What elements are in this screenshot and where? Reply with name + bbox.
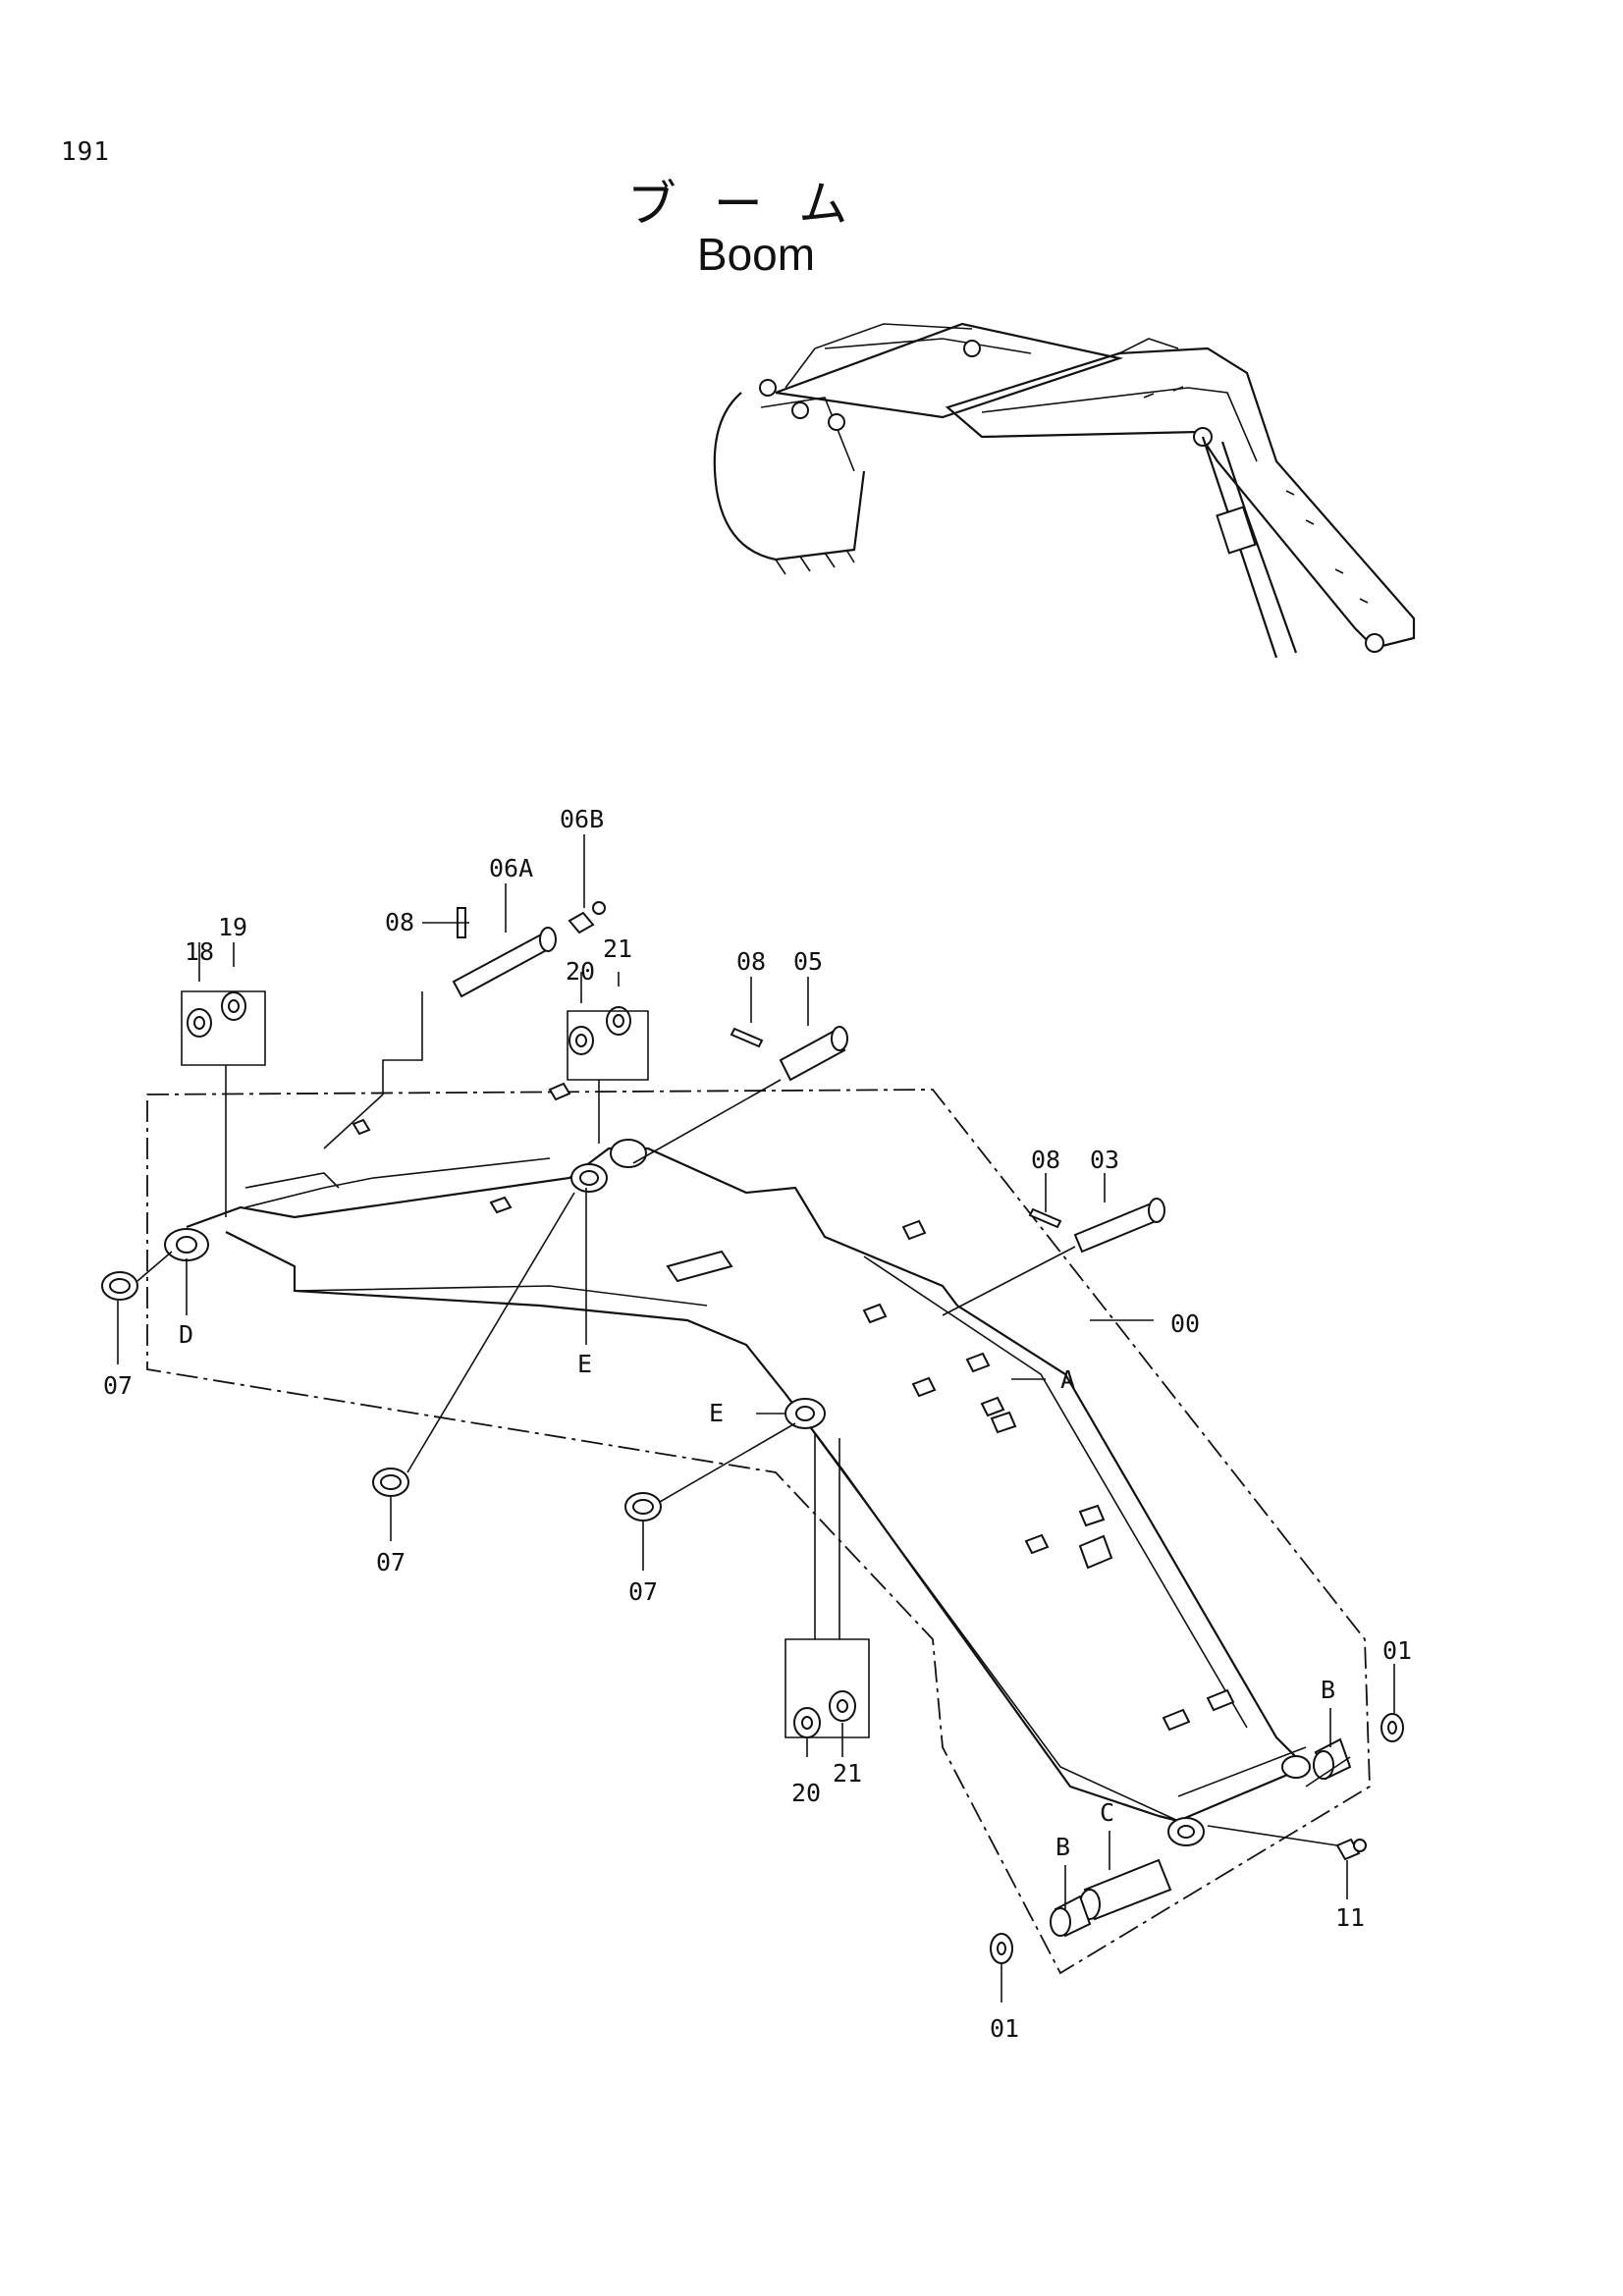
callout-06b: 06B	[560, 805, 604, 833]
callout-01-bottom: 01	[990, 2014, 1019, 2043]
callout-b-bottom: B	[1055, 1833, 1070, 1861]
callout-19: 19	[218, 913, 247, 941]
leader-lines	[117, 834, 1395, 2002]
callout-08-right: 08	[1031, 1146, 1060, 1174]
callout-06a: 06A	[489, 854, 533, 882]
page-number: 191	[61, 137, 110, 167]
callout-e-upper: E	[577, 1350, 592, 1378]
boom-assembly	[146, 1082, 1371, 1975]
callout-03: 03	[1090, 1146, 1119, 1174]
callout-08-top: 08	[385, 908, 414, 936]
callout-07-left: 07	[103, 1371, 133, 1400]
callout-a: A	[1060, 1365, 1075, 1394]
page-title-english: Boom	[696, 229, 816, 280]
loose-parts	[101, 901, 1404, 1964]
callout-07-right: 07	[628, 1577, 658, 1606]
callout-11: 11	[1335, 1903, 1365, 1932]
callout-01-right: 01	[1382, 1636, 1412, 1665]
callout-20-bottom: 20	[791, 1779, 821, 1807]
callout-c: C	[1100, 1798, 1114, 1827]
callout-b-right: B	[1321, 1676, 1335, 1704]
callout-08-middle: 08	[736, 947, 766, 976]
callout-21-top: 21	[603, 934, 632, 963]
callout-18: 18	[185, 937, 214, 966]
callout-e-lower: E	[709, 1399, 724, 1427]
callout-07-middle: 07	[376, 1548, 406, 1576]
callout-00: 00	[1170, 1309, 1200, 1338]
overview-illustration	[713, 322, 1416, 659]
callout-20-top: 20	[566, 957, 595, 986]
callout-21-bottom: 21	[833, 1759, 862, 1788]
callout-labels: 00 01 01 03 05 06A 06B 07 07 07 08 08 08…	[103, 805, 1412, 2043]
callout-d: D	[179, 1320, 193, 1349]
callout-05: 05	[793, 947, 823, 976]
page-title-japanese: ブーム	[626, 176, 886, 233]
